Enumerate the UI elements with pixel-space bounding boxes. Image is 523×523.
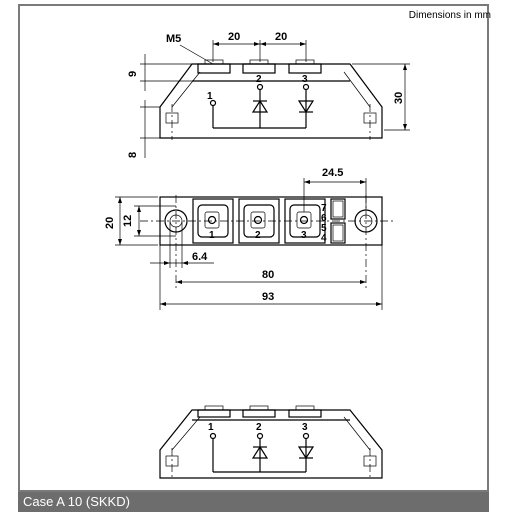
- aux-pin-label-6: 6: [321, 213, 327, 224]
- drawing-frame: [18, 4, 489, 492]
- units-note: Dimensions in mm: [408, 10, 491, 21]
- aux-pin-label-7: 7: [321, 203, 327, 214]
- terminal-label-1: 1: [207, 91, 213, 102]
- aux-pin-label-5: 5: [321, 223, 327, 234]
- terminal-label-3: 3: [302, 422, 308, 433]
- diode-symbol: [297, 100, 315, 114]
- terminal-block-1: [197, 63, 231, 74]
- dim-height-upper: 9: [127, 71, 139, 77]
- dim-spacing-left: 20: [228, 31, 240, 43]
- terminal-node-3: [302, 83, 310, 91]
- terminal-label-2: 2: [256, 74, 262, 85]
- terminal-label-3: 3: [302, 74, 308, 85]
- dim-right-width: 24.5: [322, 167, 343, 179]
- diode-symbol: [251, 99, 269, 113]
- dim-length-total: 93: [262, 291, 274, 303]
- diode-symbol: [251, 445, 269, 459]
- terminal-node-1: [209, 99, 217, 107]
- pad-label-2: 2: [255, 230, 261, 241]
- pad-label-3: 3: [301, 230, 307, 241]
- aux-pin-label-4: 4: [321, 233, 327, 244]
- dim-hole-diameter: 6.4: [192, 251, 208, 263]
- technical-drawing: 1 2 3 M5 20 20 9 8 30: [104, 31, 410, 480]
- terminal-label-1: 1: [208, 422, 214, 433]
- side-view-top-body: [159, 63, 383, 139]
- aux-pin-block: [330, 198, 346, 220]
- dim-height-lower: 8: [127, 152, 139, 158]
- diode-symbol: [297, 446, 315, 460]
- dim-spacing-right: 20: [275, 31, 287, 43]
- dim-height-total: 30: [393, 92, 405, 104]
- side-view-bottom-body: [159, 409, 383, 479]
- pad-label-1: 1: [209, 230, 215, 241]
- dim-width-outer: 20: [104, 217, 116, 229]
- terminal-label-2: 2: [256, 422, 262, 433]
- terminal-block-3: [288, 63, 322, 74]
- side-view-bottom: 1 2 3: [159, 405, 383, 480]
- terminal-block-2: [242, 63, 276, 74]
- dim-hole-spacing: 80: [262, 269, 274, 281]
- side-view-top: 1 2 3 M5 20 20 9 8 30: [127, 31, 410, 158]
- thread-label: M5: [166, 33, 181, 45]
- terminal-node-2: [256, 83, 264, 91]
- dim-width-inner: 12: [122, 215, 134, 227]
- caption-bar: Case A 10 (SKKD): [18, 492, 489, 512]
- plan-view: 1 2 3 7 6 5 4 24.5 20 12 6.4 80: [104, 167, 395, 310]
